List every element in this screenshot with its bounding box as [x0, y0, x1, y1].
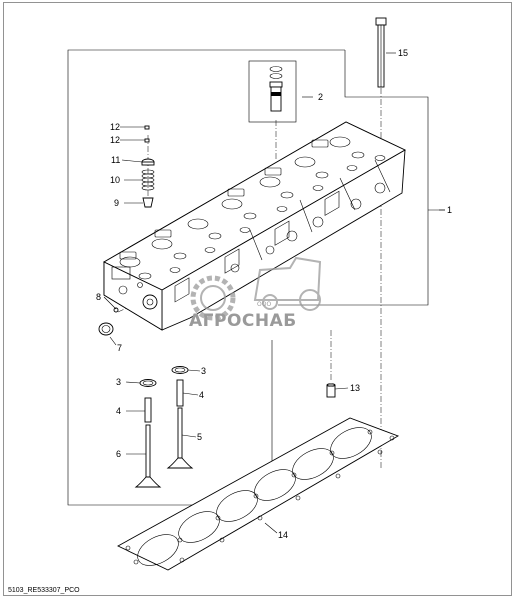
- callout-15: 15: [398, 48, 408, 58]
- dowel-pin: [326, 383, 336, 398]
- callout-7: 7: [117, 343, 122, 353]
- callout-13: 13: [350, 383, 360, 393]
- callout-4-left: 4: [116, 406, 121, 416]
- callout-2: 2: [318, 92, 323, 102]
- drawing-code: 5103_RE533307_PCO: [8, 587, 80, 594]
- callout-11: 11: [111, 155, 120, 165]
- callout-8: 8: [96, 292, 101, 302]
- callout-10: 10: [110, 175, 120, 185]
- callout-14: 14: [278, 530, 288, 540]
- callout-5: 5: [197, 432, 202, 442]
- lower-valve-parts: [134, 366, 194, 488]
- leader-lines: [103, 52, 445, 534]
- callout-9: 9: [114, 198, 119, 208]
- watermark-prefix: ООО: [257, 301, 271, 308]
- head-bolt: [375, 17, 387, 88]
- callout-6: 6: [116, 449, 121, 459]
- cylinder-head: [103, 121, 406, 331]
- injector-sleeve-group: [248, 60, 297, 123]
- callout-12-bottom: 12: [110, 135, 120, 145]
- seal-and-plug: [98, 307, 119, 336]
- callout-3-left: 3: [116, 377, 121, 387]
- callout-12-top: 12: [110, 122, 120, 132]
- valve-train-small-parts: [141, 125, 155, 208]
- head-gasket: [117, 417, 400, 571]
- callout-4-right: 4: [199, 390, 204, 400]
- callout-3-right: 3: [201, 366, 206, 376]
- watermark-brand: АГРОСНАБ: [189, 311, 297, 331]
- callout-1: 1: [447, 205, 452, 215]
- watermark-logo: [190, 256, 322, 321]
- frame-border: [3, 2, 512, 596]
